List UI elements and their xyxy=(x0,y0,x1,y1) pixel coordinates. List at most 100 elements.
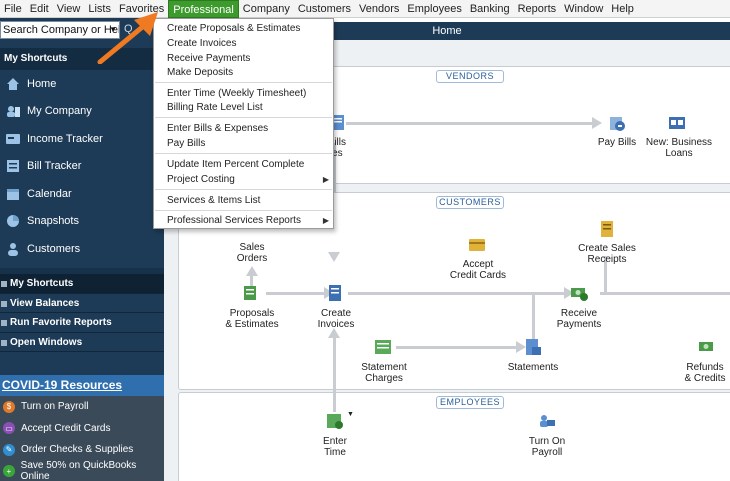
statements-label[interactable]: Statements xyxy=(507,362,559,373)
turn-on-payroll-icon[interactable] xyxy=(538,412,556,430)
chevron-down-icon[interactable]: ▼ xyxy=(109,25,117,34)
vendors-tag: VENDORS xyxy=(436,70,504,83)
menu-window[interactable]: Window xyxy=(564,2,604,15)
menu-customers[interactable]: Customers xyxy=(297,2,352,15)
refunds-credits-label[interactable]: Refunds& Credits xyxy=(684,362,726,384)
customers-icon xyxy=(5,241,21,257)
promo-turn-on-payroll[interactable]: $ Turn on Payroll xyxy=(0,396,164,418)
menu-separator xyxy=(155,210,332,211)
promo-order-checks[interactable]: ✎ Order Checks & Supplies xyxy=(0,439,164,461)
section-view-balances[interactable]: View Balances xyxy=(0,294,164,313)
sidebar-item-income-tracker[interactable]: Income Tracker xyxy=(0,125,164,153)
menu-lists[interactable]: Lists xyxy=(88,2,111,15)
refunds-credits-icon[interactable] xyxy=(698,338,716,356)
menu-vendors[interactable]: Vendors xyxy=(359,2,400,15)
menu-help[interactable]: Help xyxy=(611,2,634,15)
menu-company[interactable]: Company xyxy=(242,2,290,15)
enter-time-dropdown-icon[interactable]: ▼ xyxy=(347,411,354,418)
menu-file[interactable]: File xyxy=(4,2,22,15)
create-sales-receipts-icon[interactable] xyxy=(598,220,616,238)
sidebar-item-calendar[interactable]: Calendar xyxy=(0,180,164,208)
sidebar-item-customers[interactable]: Customers xyxy=(0,235,164,263)
sidebar-item-label: Customers xyxy=(27,242,81,255)
menu-separator xyxy=(155,153,332,154)
home-icon xyxy=(5,76,21,92)
create-invoices-icon[interactable] xyxy=(326,284,344,302)
submenu-arrow-icon: ▶ xyxy=(322,216,329,225)
sidebar-splitter[interactable] xyxy=(0,268,164,274)
proposals-estimates-icon[interactable] xyxy=(242,284,260,302)
menu-favorites[interactable]: Favorites xyxy=(118,2,165,15)
menu-professional[interactable]: Professional xyxy=(168,0,239,18)
pay-bills-label[interactable]: Pay Bills xyxy=(597,137,637,148)
statement-charges-icon[interactable] xyxy=(374,338,392,356)
menu-item-make-deposits[interactable]: Make Deposits xyxy=(167,67,234,78)
menu-item-services-items-list[interactable]: Services & Items List xyxy=(167,195,261,206)
submenu-arrow-icon: ▶ xyxy=(322,175,329,184)
professional-menu: Create Proposals & Estimates Create Invo… xyxy=(153,18,334,229)
left-sidebar: Search Company or Help ▼ Q My Shortcuts … xyxy=(0,18,164,481)
menu-item-project-costing[interactable]: Project Costing xyxy=(167,174,235,185)
pointer-arrow-icon xyxy=(97,12,158,64)
snapshots-icon xyxy=(5,213,21,229)
menu-item-create-invoices[interactable]: Create Invoices xyxy=(167,38,237,49)
proposals-estimates-label[interactable]: Proposals& Estimates xyxy=(225,308,279,330)
menu-item-update-item-percent[interactable]: Update Item Percent Complete xyxy=(167,159,305,170)
sidebar-item-snapshots[interactable]: Snapshots xyxy=(0,208,164,236)
enter-bills-icon[interactable] xyxy=(330,114,348,132)
menu-reports[interactable]: Reports xyxy=(517,2,557,15)
menu-separator xyxy=(155,117,332,118)
business-loans-icon[interactable] xyxy=(668,114,686,132)
menu-item-pay-bills[interactable]: Pay Bills xyxy=(167,138,206,149)
pay-bills-icon[interactable] xyxy=(608,114,626,132)
promo-save-quickbooks-online[interactable]: + Save 50% on QuickBooks Online xyxy=(0,460,164,481)
menu-separator xyxy=(155,189,332,190)
menu-item-create-proposals[interactable]: Create Proposals & Estimates xyxy=(167,23,301,34)
enter-time-icon[interactable] xyxy=(326,412,344,430)
sidebar-item-my-company[interactable]: My Company xyxy=(0,98,164,126)
section-my-shortcuts[interactable]: My Shortcuts xyxy=(0,274,164,294)
plus-icon: + xyxy=(3,465,15,478)
credit-card-icon: ▭ xyxy=(3,422,15,435)
menu-edit[interactable]: Edit xyxy=(29,2,49,15)
calendar-icon xyxy=(5,186,21,202)
accept-credit-cards-icon[interactable] xyxy=(468,236,486,254)
menu-item-receive-payments[interactable]: Receive Payments xyxy=(167,53,251,64)
sidebar-item-label: Bill Tracker xyxy=(27,160,82,173)
search-input-value: Search Company or Help xyxy=(3,24,120,36)
checks-icon: ✎ xyxy=(3,443,15,456)
company-icon xyxy=(5,103,21,119)
shortcuts-list: Home My Company Income Tracker Bill Trac… xyxy=(0,70,164,263)
menu-view[interactable]: View xyxy=(56,2,81,15)
menu-banking[interactable]: Banking xyxy=(469,2,510,15)
promo-accept-credit-cards[interactable]: ▭ Accept Credit Cards xyxy=(0,418,164,440)
sidebar-item-home[interactable]: Home xyxy=(0,70,164,98)
section-run-favorite-reports[interactable]: Run Favorite Reports xyxy=(0,313,164,333)
menu-item-billing-rate-level-list[interactable]: Billing Rate Level List xyxy=(167,102,263,113)
search-go-icon[interactable]: Q xyxy=(124,23,133,35)
receive-payments-icon[interactable] xyxy=(570,284,588,302)
covid-resources-link[interactable]: COVID-19 Resources xyxy=(0,375,164,396)
section-open-windows[interactable]: Open Windows xyxy=(0,333,164,352)
sidebar-item-label: Snapshots xyxy=(27,215,79,228)
menu-employees[interactable]: Employees xyxy=(407,2,462,15)
sidebar-sections: My Shortcuts View Balances Run Favorite … xyxy=(0,274,164,352)
menu-separator xyxy=(155,82,332,83)
payroll-icon: $ xyxy=(3,400,15,413)
search-input[interactable]: Search Company or Help ▼ xyxy=(0,21,120,39)
menu-item-professional-services-reports[interactable]: Professional Services Reports xyxy=(167,215,301,226)
statements-icon[interactable] xyxy=(524,338,542,356)
menu-item-enter-time[interactable]: Enter Time (Weekly Timesheet) xyxy=(167,88,307,99)
menu-item-enter-bills[interactable]: Enter Bills & Expenses xyxy=(167,123,269,134)
sidebar-item-label: My Company xyxy=(27,105,92,118)
sidebar-item-bill-tracker[interactable]: Bill Tracker xyxy=(0,153,164,181)
